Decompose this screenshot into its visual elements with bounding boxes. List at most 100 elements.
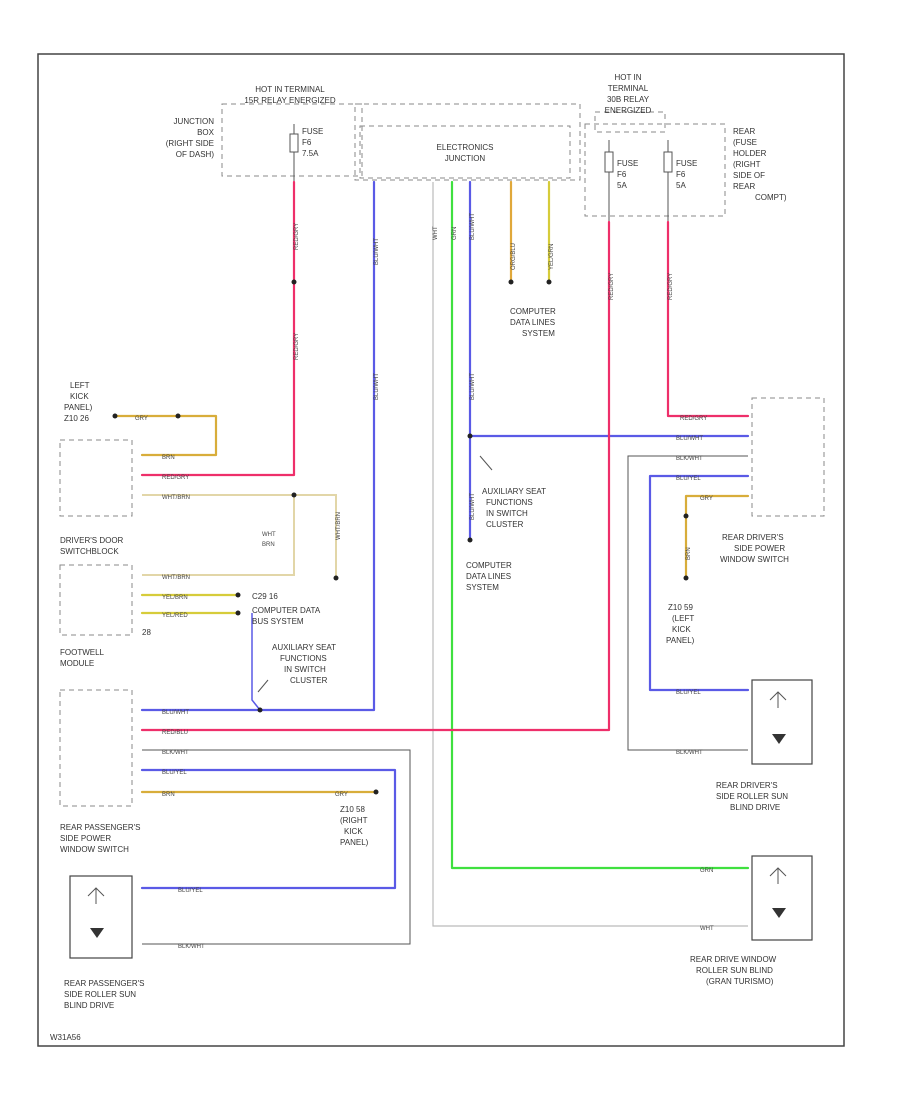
svg-text:BLU/YEL: BLU/YEL (676, 690, 701, 696)
svg-text:DRIVER'S DOOR: DRIVER'S DOOR (60, 536, 124, 545)
svg-text:DATA LINES: DATA LINES (510, 318, 555, 327)
svg-text:CLUSTER: CLUSTER (290, 676, 328, 685)
svg-text:(GRAN TURISMO): (GRAN TURISMO) (706, 977, 774, 986)
svg-text:GRY: GRY (335, 792, 348, 798)
svg-text:OF DASH): OF DASH) (176, 150, 215, 159)
svg-text:YEL/RED: YEL/RED (162, 613, 188, 619)
svg-text:FUSE: FUSE (676, 159, 697, 168)
figure-id: W31A56 (50, 1033, 81, 1042)
svg-text:COMPUTER: COMPUTER (510, 307, 556, 316)
svg-text:BRN: BRN (686, 547, 692, 560)
svg-text:WHT: WHT (700, 926, 714, 932)
svg-text:RED/GRY: RED/GRY (668, 273, 674, 300)
wires (113, 180, 750, 945)
svg-text:KICK: KICK (70, 392, 89, 401)
svg-text:30B RELAY: 30B RELAY (607, 95, 650, 104)
svg-text:REAR DRIVER'S: REAR DRIVER'S (716, 781, 778, 790)
svg-text:BLU/WHT: BLU/WHT (470, 213, 476, 240)
svg-text:BLK/WHT: BLK/WHT (162, 750, 189, 756)
svg-text:PANEL): PANEL) (64, 403, 93, 412)
rear-passengers-roller-sun-blind (69, 875, 133, 959)
svg-text:WHT/BRN: WHT/BRN (336, 512, 342, 540)
svg-text:SIDE ROLLER SUN: SIDE ROLLER SUN (64, 990, 136, 999)
junction-box: HOT IN TERMINAL 15R RELAY ENERGIZED JUNC… (166, 85, 581, 182)
svg-text:GRN: GRN (452, 227, 458, 240)
svg-text:BLU/WHT: BLU/WHT (374, 238, 380, 265)
switch-icon (257, 455, 493, 693)
svg-text:RED/GRY: RED/GRY (294, 333, 300, 360)
svg-text:DATA LINES: DATA LINES (466, 572, 511, 581)
svg-text:BLK/WHT: BLK/WHT (178, 944, 205, 950)
svg-text:RED/BLU: RED/BLU (162, 730, 188, 736)
svg-text:SIDE POWER: SIDE POWER (60, 834, 111, 843)
svg-text:RED/GRY: RED/GRY (294, 223, 300, 250)
svg-text:TERMINAL: TERMINAL (608, 84, 649, 93)
component-labels: COMPUTER DATA LINES SYSTEM LEFT KICK PAN… (50, 307, 789, 1042)
svg-text:KICK: KICK (672, 625, 691, 634)
svg-text:GRN: GRN (700, 868, 713, 874)
svg-text:FOOTWELL: FOOTWELL (60, 648, 105, 657)
svg-text:(FUSE: (FUSE (733, 138, 757, 147)
svg-text:REAR PASSENGER'S: REAR PASSENGER'S (60, 823, 141, 832)
svg-text:YEL/GRN: YEL/GRN (549, 244, 555, 270)
svg-text:YEL/BRN: YEL/BRN (162, 595, 188, 601)
svg-text:FUNCTIONS: FUNCTIONS (486, 498, 533, 507)
svg-text:BLU/YEL: BLU/YEL (178, 888, 203, 894)
svg-text:COMPUTER: COMPUTER (466, 561, 512, 570)
svg-text:WINDOW SWITCH: WINDOW SWITCH (60, 845, 129, 854)
svg-text:BLU/YEL: BLU/YEL (676, 476, 701, 482)
hot-in-terminal-label: HOT IN TERMINAL (255, 85, 325, 94)
svg-text:SWITCHBLOCK: SWITCHBLOCK (60, 547, 119, 556)
svg-text:BLU/WHT: BLU/WHT (470, 373, 476, 400)
svg-text:5A: 5A (676, 181, 686, 190)
svg-text:F6: F6 (302, 138, 312, 147)
vertical-wire-labels: RED/GRY RED/GRY BLU/WHT BLU/WHT WHT GRN … (262, 213, 692, 560)
svg-text:COMPT): COMPT) (755, 193, 787, 202)
svg-text:CLUSTER: CLUSTER (486, 520, 524, 529)
svg-text:REAR: REAR (733, 182, 755, 191)
splice-dots (112, 279, 689, 795)
components (59, 397, 825, 959)
fuse-icon (289, 124, 299, 182)
svg-text:ORG/BLU: ORG/BLU (511, 243, 517, 270)
svg-text:ENERGIZED: ENERGIZED (605, 106, 652, 115)
svg-text:BRN: BRN (262, 542, 275, 548)
svg-text:BUS SYSTEM: BUS SYSTEM (252, 617, 304, 626)
svg-text:WHT/BRN: WHT/BRN (162, 575, 190, 581)
svg-text:BLIND DRIVE: BLIND DRIVE (64, 1001, 114, 1010)
svg-text:AUXILIARY SEAT: AUXILIARY SEAT (272, 643, 336, 652)
svg-text:BOX: BOX (197, 128, 215, 137)
svg-text:PANEL): PANEL) (666, 636, 695, 645)
svg-text:28: 28 (142, 628, 151, 637)
svg-text:SYSTEM: SYSTEM (522, 329, 555, 338)
svg-text:KICK: KICK (344, 827, 363, 836)
svg-text:WINDOW SWITCH: WINDOW SWITCH (720, 555, 789, 564)
svg-text:IN SWITCH: IN SWITCH (284, 665, 326, 674)
svg-text:MODULE: MODULE (60, 659, 94, 668)
diagram-border (37, 53, 845, 1047)
svg-text:GRY: GRY (135, 416, 148, 422)
fuse-icon (604, 140, 614, 222)
svg-text:COMPUTER DATA: COMPUTER DATA (252, 606, 321, 615)
svg-text:(RIGHT SIDE: (RIGHT SIDE (166, 139, 214, 148)
svg-text:F6: F6 (617, 170, 627, 179)
junction-box-label: JUNCTION (174, 117, 215, 126)
fuse-icon (663, 140, 673, 222)
svg-text:(RIGHT: (RIGHT (340, 816, 368, 825)
svg-text:5A: 5A (617, 181, 627, 190)
svg-text:HOLDER: HOLDER (733, 149, 767, 158)
svg-text:Z10 26: Z10 26 (64, 414, 89, 423)
rear-drivers-window-switch (751, 397, 825, 517)
svg-text:BLU/WHT: BLU/WHT (676, 436, 703, 442)
svg-text:JUNCTION: JUNCTION (445, 154, 486, 163)
svg-text:SIDE POWER: SIDE POWER (734, 544, 785, 553)
svg-text:PANEL): PANEL) (340, 838, 369, 847)
svg-text:BLK/WHT: BLK/WHT (676, 456, 703, 462)
svg-text:BRN: BRN (162, 792, 175, 798)
svg-text:FUNCTIONS: FUNCTIONS (280, 654, 327, 663)
svg-text:RED/GRY: RED/GRY (680, 416, 707, 422)
motor-icon (87, 691, 787, 938)
svg-text:AUXILIARY SEAT: AUXILIARY SEAT (482, 487, 546, 496)
drivers-door-switchblock (59, 564, 133, 636)
